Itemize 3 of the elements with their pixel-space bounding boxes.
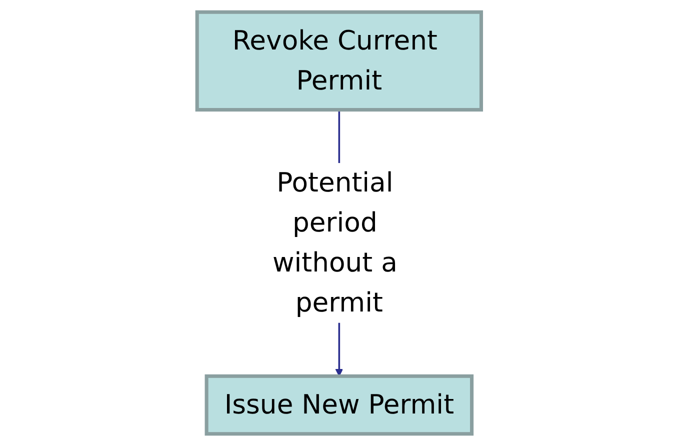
node-box: Issue New Permit: [204, 374, 474, 436]
edge-label: Potential period without a permit: [272, 168, 398, 318]
node-box: Revoke Current Permit: [195, 10, 483, 112]
